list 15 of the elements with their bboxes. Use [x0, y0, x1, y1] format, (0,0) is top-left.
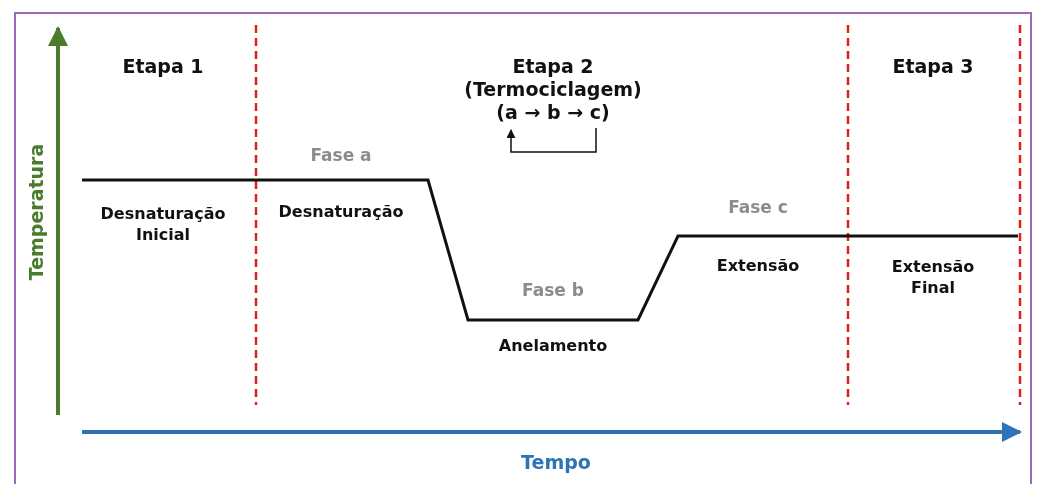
- phase-label: Fase b: [522, 278, 584, 302]
- stage-subheading: (Termociclagem): [464, 77, 642, 102]
- stage-heading: Etapa 1: [122, 53, 204, 79]
- step-label: Extensão: [716, 255, 800, 277]
- phase-label: Fase c: [728, 195, 788, 219]
- stage-heading: Etapa 2: [512, 53, 594, 79]
- cycle-sequence: (a → b → c): [496, 100, 610, 125]
- axis-label: Temperatura: [23, 143, 48, 281]
- step-label: Anelamento: [498, 335, 608, 357]
- step-label: Desnaturação: [278, 201, 404, 223]
- stage-heading: Etapa 3: [892, 53, 974, 79]
- axis-label: Tempo: [521, 449, 591, 475]
- phase-label: Fase a: [310, 143, 372, 167]
- step-label: Extensão Final: [890, 257, 976, 299]
- step-label: Desnaturação Inicial: [99, 204, 227, 246]
